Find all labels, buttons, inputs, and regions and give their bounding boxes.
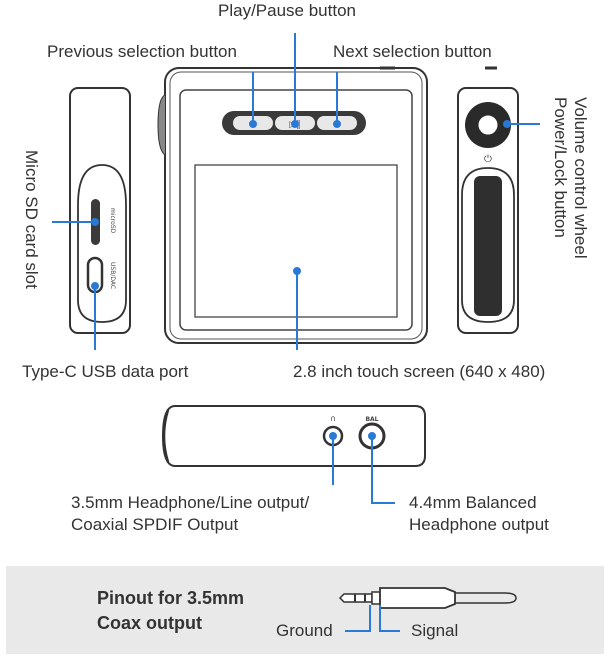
balanced-label-1: 4.4mm Balanced	[409, 493, 537, 512]
bal-print: BAL	[365, 416, 378, 423]
balanced-label-2: Headphone output	[409, 515, 549, 534]
headphone-icon: ∩	[330, 414, 336, 423]
type-c-label: Type-C USB data port	[22, 362, 189, 381]
power-icon: ⏻	[484, 154, 492, 165]
power-lock-button[interactable]	[474, 176, 502, 316]
usb-print: USB/DAC	[109, 262, 116, 289]
callout-lines	[52, 33, 540, 504]
signal-label: Signal	[411, 621, 459, 640]
pinout-band	[6, 566, 604, 654]
pinout-title: Pinout for 3.5mm Coax output	[97, 586, 244, 636]
headphone-35-label-2: Coaxial SPDIF Output	[71, 515, 239, 534]
micro-sd-label: Micro SD card slot	[22, 150, 41, 289]
left-side-view: microSD USB/DAC	[69, 87, 131, 334]
front-view: « ▷‖ »	[157, 66, 497, 344]
play-pause-label: Play/Pause button	[218, 1, 356, 20]
volume-wheel-label: Volume control wheel	[571, 97, 590, 259]
power-lock-label: Power/Lock button	[551, 97, 570, 238]
headphone-35-label-1: 3.5mm Headphone/Line output/	[71, 493, 310, 512]
next-label: Next selection button	[333, 42, 492, 61]
ground-label: Ground	[276, 621, 333, 640]
pinout-title-line-1: Pinout for 3.5mm	[97, 588, 245, 608]
bottom-view: ∩ BAL	[161, 405, 426, 467]
pinout-title-line-2: Coax output	[97, 613, 202, 634]
right-side-view: ⏻	[457, 87, 519, 334]
touch-screen-label: 2.8 inch touch screen (640 x 480)	[293, 362, 546, 381]
microsd-print: microSD	[109, 208, 116, 234]
previous-label: Previous selection button	[47, 42, 237, 61]
